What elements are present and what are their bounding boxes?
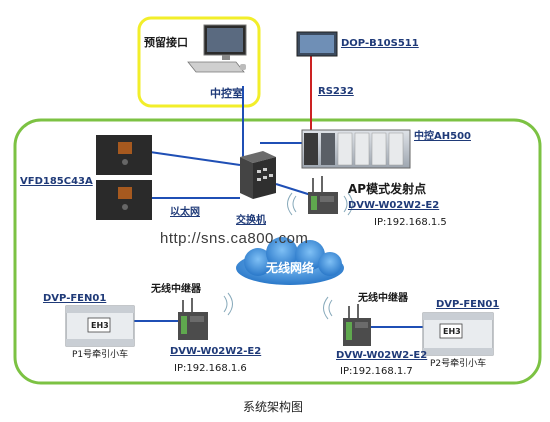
line-vfd1-switch [149,151,241,166]
right-comm-module-label: DVP-FEN01 [436,299,500,310]
left-repeater-label: 无线中继器 [151,284,201,295]
hmi-model-label: DOP-B10S511 [341,38,419,49]
left-ip-label: IP:192.168.1.6 [174,363,247,374]
line-switch-ap [275,183,312,196]
right-eh3-plc-icon [422,312,494,356]
left-cart-label: P1号牵引小车 [72,350,129,360]
ah500-plc-icon [301,129,411,169]
switch-label: 交换机 [236,215,266,226]
ah500-label: 中控AH500 [414,131,471,142]
ethernet-switch-icon [240,151,276,199]
reserved-port-label: 预留接口 [144,36,188,49]
cloud-label: 无线网络 [266,261,315,275]
hmi-screen-icon [296,31,338,57]
wireless-network-cloud [236,237,344,285]
watermark-text: http://sns.ca800.com [160,230,309,247]
right-repeater-model-label: DVW-W02W2-E2 [336,350,428,361]
left-repeater-icon [178,292,233,340]
control-room-label: 中控室 [210,87,243,100]
computer-icon [187,24,247,73]
ap-title-label: AP模式发射点 [348,182,427,196]
right-ip-label: IP:192.168.1.7 [340,366,413,377]
left-comm-module-label: DVP-FEN01 [43,293,107,304]
left-eh3-plc-icon [65,305,135,347]
ethernet-label: 以太网 [170,207,200,218]
vfd-drive-top-icon [96,135,152,175]
left-repeater-model-label: DVW-W02W2-E2 [170,346,262,357]
left-plc-text: EH3 [91,321,109,330]
right-plc-text: EH3 [443,327,461,336]
field-boundary [13,118,542,385]
ap-model-label: DVW-W02W2-E2 [348,200,440,211]
ap-ip-label: IP:192.168.1.5 [374,217,447,228]
rs232-label: RS232 [318,86,354,97]
vfd-model-label: VFD185C43A [20,176,93,187]
right-repeater-label: 无线中继器 [358,293,408,304]
vfd-drive-bottom-icon [96,180,152,220]
wireless-ap-icon [287,176,353,216]
right-cart-label: P2号牵引小车 [430,359,487,369]
diagram-caption: 系统架构图 [243,400,304,414]
right-repeater-icon [323,296,371,346]
